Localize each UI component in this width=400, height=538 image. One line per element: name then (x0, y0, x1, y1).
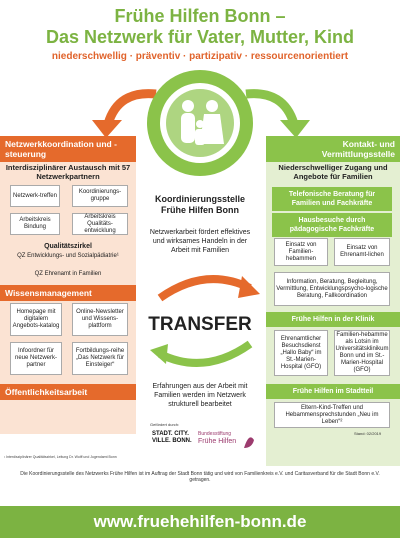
page-title: Frühe Hilfen Bonn – (114, 6, 286, 26)
box-ak-qualitaet: Arbeitskreis Qualitäts-entwicklung (72, 213, 128, 235)
stiftung-line1: Bundesstiftung (198, 431, 232, 437)
city-logo: STADT. CITY. VILLE. BONN. (152, 431, 192, 444)
box-homepage: Homepage mit digitalem Angebots-katalog (10, 303, 62, 336)
stiftung-logo-icon (244, 437, 254, 448)
page-subtitle: Das Netzwerk für Vater, Mutter, Kind (45, 27, 355, 47)
center-title-2: Frühe Hilfen Bonn (161, 205, 239, 215)
transfer-label: TRANSFER (148, 314, 252, 335)
box-hallo-baby: Ehrenamtlicher Besuchsdienst „Hallo Baby… (274, 330, 328, 376)
sub-hausbesuche: Hausbesuche durch pädagogische Fachkräft… (272, 213, 392, 237)
arrow-transfer-top-icon (157, 275, 260, 302)
box-beratung: Information, Beratung, Begleitung, Vermi… (274, 272, 390, 306)
qz-line2: QZ Ehrenamt in Familien (34, 271, 102, 277)
box-lotsin: Familien-hebamme als Lotsin im Universit… (334, 330, 390, 376)
tagline: niederschwellig · präventiv · partizipat… (51, 51, 349, 62)
center-desc: Netzwerkarbeit fördert effektives und wi… (149, 229, 251, 254)
funded-by: Gefördert durch: (150, 422, 180, 427)
arrow-transfer-bottom-icon (150, 340, 253, 367)
wissen-header: Wissensmanagement (0, 285, 136, 301)
center-title-1: Koordinierungsstelle (154, 194, 245, 204)
box-koordinierungsgruppe: Koordinierungs-gruppe (72, 185, 128, 207)
arrow-right-icon (245, 89, 310, 138)
box-ak-bindung: Arbeitskreis Bindung (10, 213, 60, 235)
qz-title: Qualitätszirkel (44, 243, 92, 250)
sub-stadtteil: Frühe Hilfen im Stadtteil (266, 384, 400, 399)
center-desc2: Erfahrungen aus der Arbeit mit Familien … (152, 383, 248, 408)
sub-klinik: Frühe Hilfen in der Klinik (266, 312, 400, 327)
footer-note: Die Koordinierungsstelle des Netzwerks F… (20, 471, 380, 483)
right-header: Kontakt- und Vermittlungsstelle (266, 136, 400, 162)
sub-telefon: Telefonische Beratung für Familien und F… (272, 187, 392, 211)
arrow-left-icon (92, 89, 157, 138)
box-netzwerktreffen: Netzwerk-treffen (10, 185, 60, 207)
box-newsletter: Online-Newsletter und Wissens-plattform (72, 303, 128, 336)
oeffentlich-header: Öffentlichkeitsarbeit (0, 384, 136, 400)
right-intro: Niederschwelliger Zugang und Angebote fü… (278, 163, 388, 181)
box-eltern-kind: Eltern-Kind-Treffen und Hebammensprechst… (274, 402, 390, 428)
left-intro: Interdisziplinärer Austausch mit 57 Netz… (5, 163, 131, 181)
box-ehrenamtliche: Einsatz von Ehrenamt-lichen (334, 238, 390, 266)
qz-line1: QZ Entwicklungs- und Sozialpädiatrie¹ (17, 253, 119, 259)
left-header: Netzwerkkoordination und -steuerung (0, 136, 136, 162)
box-fortbildung: Fortbildungs-reihe „Das Netzwerk für Ein… (72, 342, 128, 375)
stand-date: Stand: 02/2019 (354, 431, 382, 436)
box-infoordner: Infoordner für neue Netzwerk-partner (10, 342, 62, 375)
footer-url[interactable]: www.fruehehilfen-bonn.de (0, 506, 400, 538)
box-familienhebammen: Einsatz von Familien-hebammen (274, 238, 328, 266)
left-footnote: ¹ Interdisziplinärer Qualitätszirkel, Le… (4, 455, 117, 459)
stiftung-line2: Frühe Hilfen (198, 438, 237, 445)
family-icon (181, 100, 224, 145)
